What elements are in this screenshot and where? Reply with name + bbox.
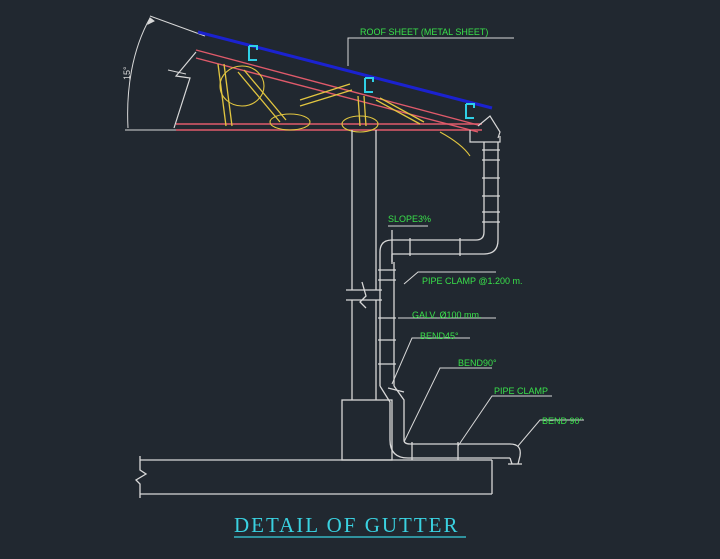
eave-gutter (469, 115, 501, 143)
purlins (248, 45, 475, 119)
label-bend90-b: BEND 90° (542, 416, 584, 426)
label-pipe-size: GALV. Ø100 mm. (412, 310, 482, 320)
leader-lines (347, 37, 584, 447)
angle-dimension (125, 15, 206, 131)
label-bend90-a: BEND90° (458, 358, 497, 368)
downpipe-lower (378, 262, 522, 465)
label-pipe-clamp-spacing: PIPE CLAMP @1.200 m. (422, 276, 523, 286)
label-slope: SLOPE3% (388, 214, 431, 224)
column (341, 130, 393, 461)
roof-truss (167, 49, 482, 157)
roof-sheet-line (197, 30, 493, 110)
label-roof-sheet: ROOF SHEET (METAL SHEET) (360, 27, 488, 37)
ground-slab (134, 456, 493, 498)
label-pipe-clamp: PIPE CLAMP (494, 386, 548, 396)
label-bend45: BEND45° (420, 331, 459, 341)
angle-dimension-text: 15° (122, 66, 132, 80)
purlin-2 (364, 77, 374, 93)
horizontal-pipe (379, 230, 499, 264)
drawing-title: DETAIL OF GUTTER (234, 513, 460, 537)
purlin-1 (248, 45, 258, 61)
purlin-3 (465, 103, 475, 119)
downpipe-upper (482, 142, 500, 240)
